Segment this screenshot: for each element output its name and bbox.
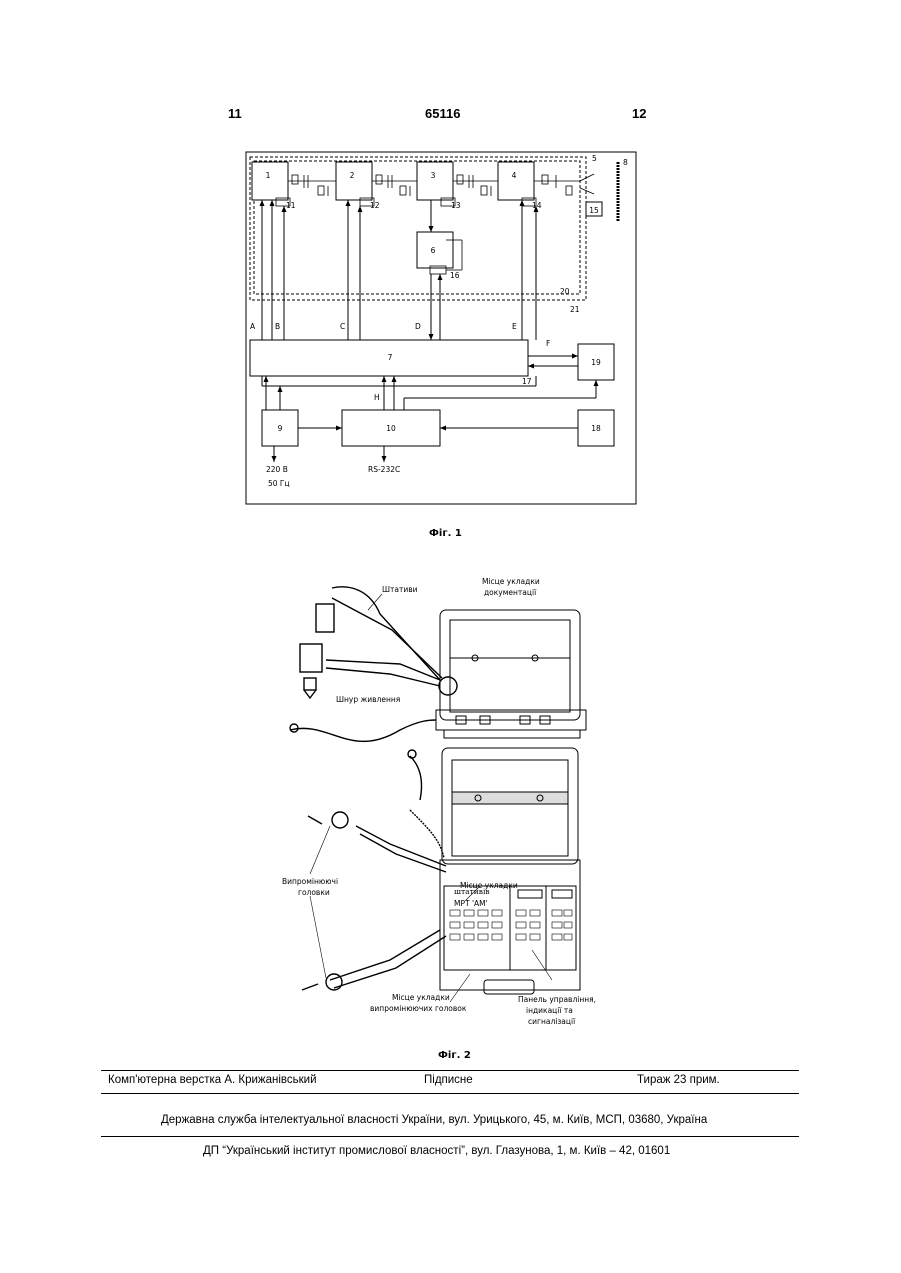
line-label-d: D	[415, 322, 421, 331]
control-panel-keys	[450, 910, 572, 940]
figure-2-device-illustration: Штативи Місце укладки документації Шнур …	[270, 570, 620, 1040]
number-17: 17	[522, 377, 532, 386]
figure-2-caption: Фіг. 2	[438, 1050, 471, 1061]
label-docs-line2: документації	[484, 588, 537, 597]
block-label-15: 15	[589, 206, 599, 215]
label-power-cord: Шнур живлення	[336, 695, 400, 704]
page-number-right: 12	[632, 106, 646, 121]
block-label-9: 9	[278, 424, 283, 433]
number-14: 14	[532, 201, 542, 210]
interface-label: RS-232C	[368, 465, 400, 474]
tripod-arms-bottom	[302, 750, 446, 990]
footer-signed: Підписне	[424, 1074, 473, 1086]
block-2	[336, 162, 372, 200]
number-20: 20	[560, 287, 570, 296]
label-panel-line2: індикації та	[526, 1006, 573, 1015]
frequency-label: 50 Гц	[268, 479, 290, 488]
tripod-arms-top	[290, 587, 457, 742]
footer-rule-bottom	[101, 1136, 799, 1137]
block-label-4: 4	[512, 171, 517, 180]
label-heads-line1: Випромінюючі	[282, 877, 338, 886]
label-heads-place-line1: Місце укладки	[392, 993, 450, 1002]
case-bottom-view	[440, 748, 580, 994]
line-label-a: A	[250, 322, 256, 331]
number-21: 21	[570, 305, 580, 314]
block-label-19: 19	[591, 358, 601, 367]
block-label-6: 6	[431, 246, 436, 255]
block-4	[498, 162, 534, 200]
block-label-1: 1	[266, 171, 271, 180]
label-heads-place-line2: випромінюючих головок	[370, 1004, 467, 1013]
label-device-name: МРТ 'АМ'	[454, 899, 488, 908]
page-number-left: 11	[228, 106, 242, 121]
block-label-2: 2	[350, 171, 355, 180]
number-13: 13	[451, 201, 461, 210]
number-16: 16	[450, 271, 460, 280]
footer-institute: ДП “Український інститут промислової вла…	[203, 1145, 670, 1157]
footer-print-run: Тираж 23 прим.	[637, 1074, 720, 1086]
line-label-h: H	[374, 393, 380, 402]
line-label-e: E	[512, 322, 517, 331]
block-3	[417, 162, 453, 200]
block-label-10: 10	[386, 424, 396, 433]
figure-1-caption: Фіг. 1	[429, 528, 462, 539]
label-tripod-place-line2-visible: штативів	[454, 887, 490, 896]
label-tripods: Штативи	[382, 585, 418, 594]
line-label-f: F	[546, 339, 550, 348]
footer-agency: Державна служба інтелектуальної власност…	[161, 1114, 707, 1126]
line-label-c: C	[340, 322, 345, 331]
number-5: 5	[592, 154, 597, 163]
line-label-b: B	[275, 322, 280, 331]
block-label-3: 3	[431, 171, 436, 180]
label-panel-line1: Панель управління,	[518, 995, 596, 1004]
label-heads-line2: головки	[298, 888, 330, 897]
block-1	[252, 162, 288, 200]
footer-layout-credit: Комп'ютерна верстка А. Крижанівський	[108, 1074, 317, 1086]
label-docs-line1: Місце укладки	[482, 577, 540, 586]
block-label-18: 18	[591, 424, 601, 433]
case-top-view	[436, 610, 586, 738]
block-label-7: 7	[388, 353, 393, 362]
label-panel-line3: сигналізації	[528, 1017, 576, 1026]
number-8: 8	[623, 158, 628, 167]
footer-rule-top	[101, 1070, 799, 1071]
patent-number: 65116	[425, 106, 460, 121]
number-12: 12	[370, 201, 380, 210]
number-11: 11	[286, 201, 296, 210]
power-label: 220 В	[266, 465, 288, 474]
footer-rule-middle	[101, 1093, 799, 1094]
figure-1-block-diagram: 1 2 3 4 6 7 9 10 15 18 19 11 12 13 14 16…	[240, 148, 640, 508]
